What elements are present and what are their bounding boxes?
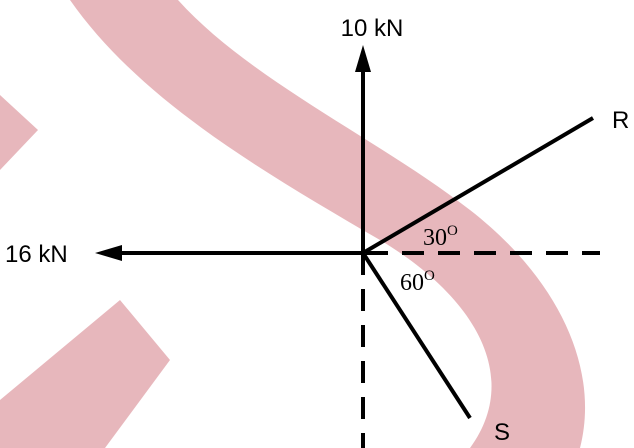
angle-s-label: 60O bbox=[400, 268, 435, 296]
watermark-logo bbox=[0, 0, 586, 448]
force-s-label: S bbox=[494, 419, 510, 446]
watermark-swoosh bbox=[70, 0, 586, 448]
watermark-bottom-bar bbox=[0, 300, 170, 448]
angle-s-degree: O bbox=[424, 268, 435, 284]
force-r-line bbox=[361, 116, 595, 255]
force-up-label: 10 kN bbox=[341, 15, 404, 42]
angle-r-degree: O bbox=[447, 223, 458, 239]
force-left-arrowhead bbox=[95, 245, 122, 261]
watermark-left-edge bbox=[0, 95, 38, 170]
angle-r-label: 30O bbox=[423, 223, 458, 251]
angle-r-value: 30 bbox=[423, 225, 447, 251]
force-up-arrowhead bbox=[355, 45, 371, 72]
angle-s-value: 60 bbox=[400, 270, 424, 296]
force-left-label: 16 kN bbox=[5, 241, 68, 268]
force-s-line bbox=[361, 251, 472, 420]
force-r-label: R bbox=[612, 107, 629, 134]
